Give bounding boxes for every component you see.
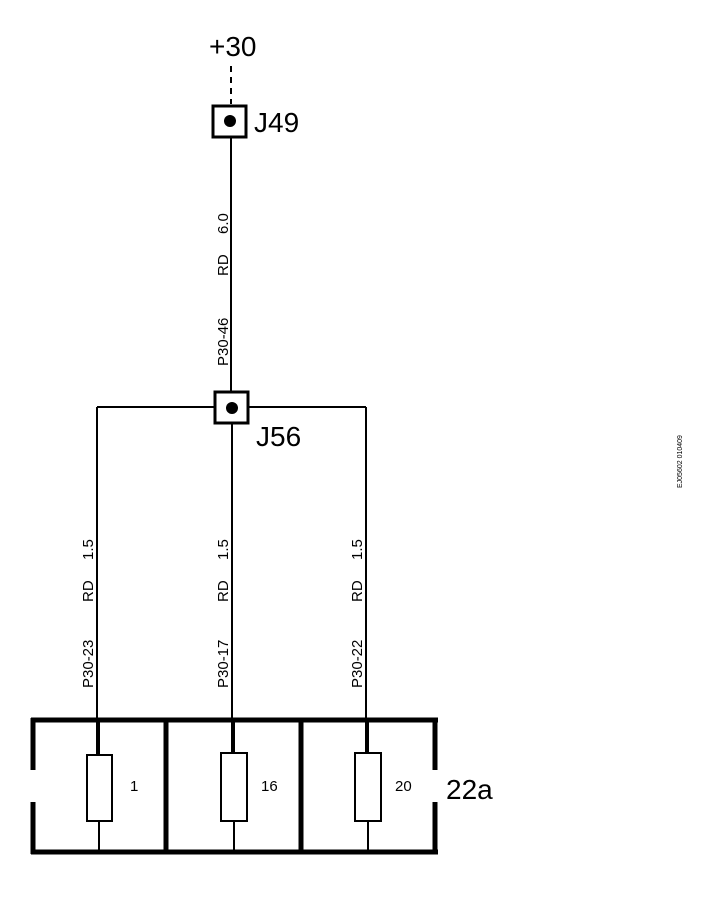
- branch-3-size: 1.5: [349, 539, 366, 560]
- figure-ref-label: EJ05602 010409: [677, 435, 684, 488]
- figure-ref-text: EJ05602 010409: [677, 435, 684, 488]
- feed-wire-color: RD: [215, 254, 232, 276]
- fuse-16-element: [220, 752, 248, 822]
- fuse-16-number: 16: [261, 778, 278, 795]
- junction-j49-label: J49: [254, 107, 299, 138]
- branch-1-circuit: P30-23: [80, 640, 97, 688]
- fuse-1-number: 1: [130, 778, 138, 795]
- branch-wire-2-label: P30-17 RD 1.5: [215, 539, 232, 688]
- fuse-20-element: [354, 752, 382, 822]
- feed-wire-circuit: P30-46: [215, 318, 232, 366]
- fuse-16: 16: [220, 720, 278, 852]
- branch-3-circuit: P30-22: [349, 640, 366, 688]
- junction-j56-dot: [226, 402, 238, 414]
- junction-j49-box: [211, 104, 248, 139]
- branch-wire-1-label: P30-23 RD 1.5: [80, 539, 97, 688]
- branch-2-size: 1.5: [215, 539, 232, 560]
- feed-wire-label: P30-46 RD 6.0: [215, 213, 232, 366]
- branch-wire-3-label: P30-22 RD 1.5: [349, 539, 366, 688]
- branch-1-color: RD: [80, 580, 97, 602]
- branch-2-circuit: P30-17: [215, 640, 232, 688]
- fuse-1: 1: [86, 720, 138, 852]
- fuse-20-number: 20: [395, 778, 412, 795]
- branch-2-color: RD: [215, 580, 232, 602]
- branch-1-size: 1.5: [80, 539, 97, 560]
- fuse-box-label: 22a: [446, 774, 493, 805]
- supply-label: +30: [209, 31, 257, 62]
- junction-j56-label: J56: [256, 421, 301, 452]
- feed-wire-size: 6.0: [215, 213, 232, 234]
- junction-j49-dot: [224, 115, 236, 127]
- fuse-20: 20: [354, 720, 412, 852]
- branch-3-color: RD: [349, 580, 366, 602]
- fuse-1-element: [86, 754, 113, 822]
